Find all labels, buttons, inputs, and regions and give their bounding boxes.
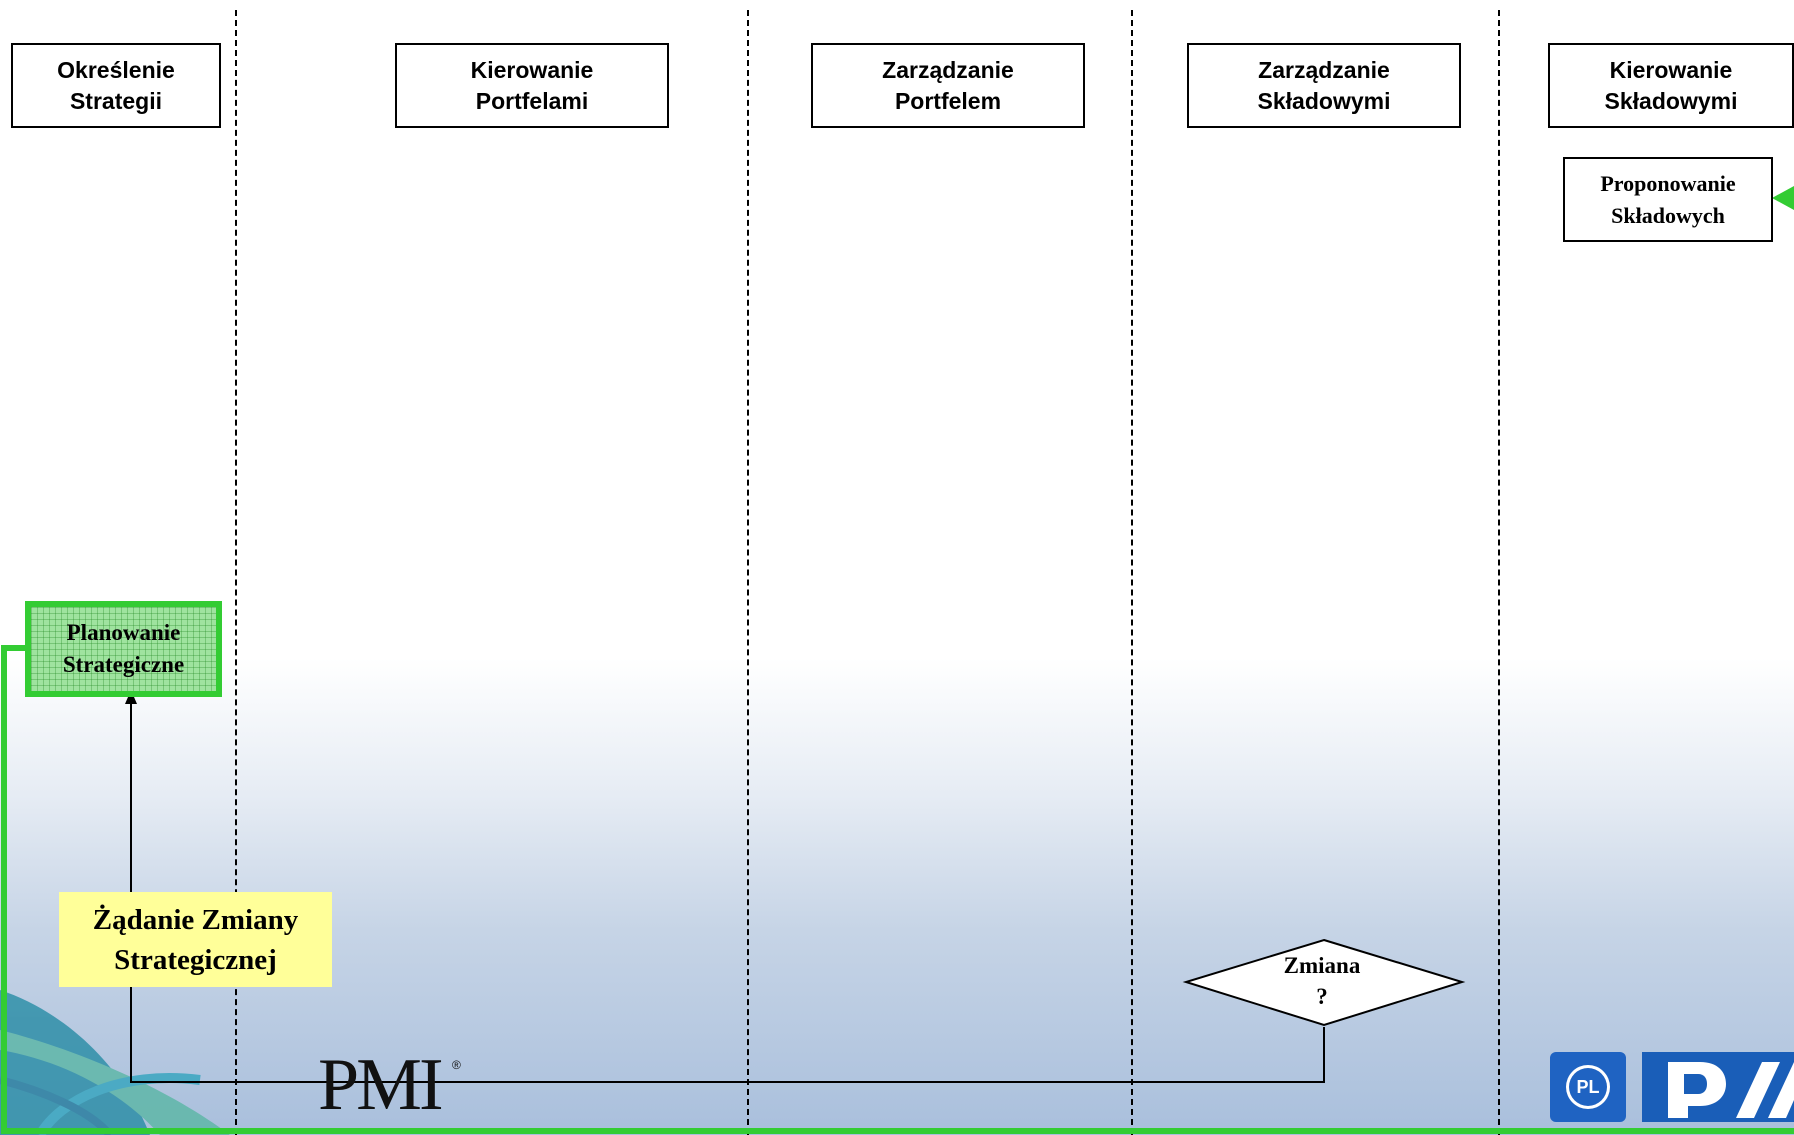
strategic-planning-box: Planowanie Strategiczne: [25, 601, 222, 697]
decision-diamond: [1182, 938, 1466, 1027]
lane-separator: [1498, 10, 1500, 1135]
pl-badge-text: PL: [1576, 1077, 1600, 1097]
pl-badge-logo: [1550, 1052, 1626, 1122]
lane-separator: [235, 10, 237, 1135]
lane-header-portfolio-management: Zarządzanie Portfelem: [811, 43, 1085, 128]
strategic-change-request-note: Żądanie Zmiany Strategicznej: [59, 892, 332, 987]
green-feedback-line: [1, 645, 1794, 1134]
pmi-wordmark: PMI: [318, 1044, 444, 1126]
registered-mark: ®: [452, 1058, 461, 1072]
arrowhead-up-icon: [125, 690, 137, 704]
decision-label: Zmiana ?: [1283, 953, 1361, 1009]
change-connector-line: [130, 700, 1325, 1083]
lane-header-component-management: Zarządzanie Składowymi: [1187, 43, 1461, 128]
green-arrowhead-icon: [1772, 186, 1794, 210]
lane-header-strategy: Określenie Strategii: [11, 43, 221, 128]
pmi-blue-logo: [1642, 1052, 1794, 1122]
component-proposal-box: Proponowanie Składowych: [1563, 157, 1773, 242]
lane-header-portfolio-governance: Kierowanie Portfelami: [395, 43, 669, 128]
lane-separator: [1131, 10, 1133, 1135]
lane-separator: [747, 10, 749, 1135]
lane-header-component-governance: Kierowanie Składowymi: [1548, 43, 1794, 128]
decorative-swirl-graphic: [0, 990, 230, 1135]
